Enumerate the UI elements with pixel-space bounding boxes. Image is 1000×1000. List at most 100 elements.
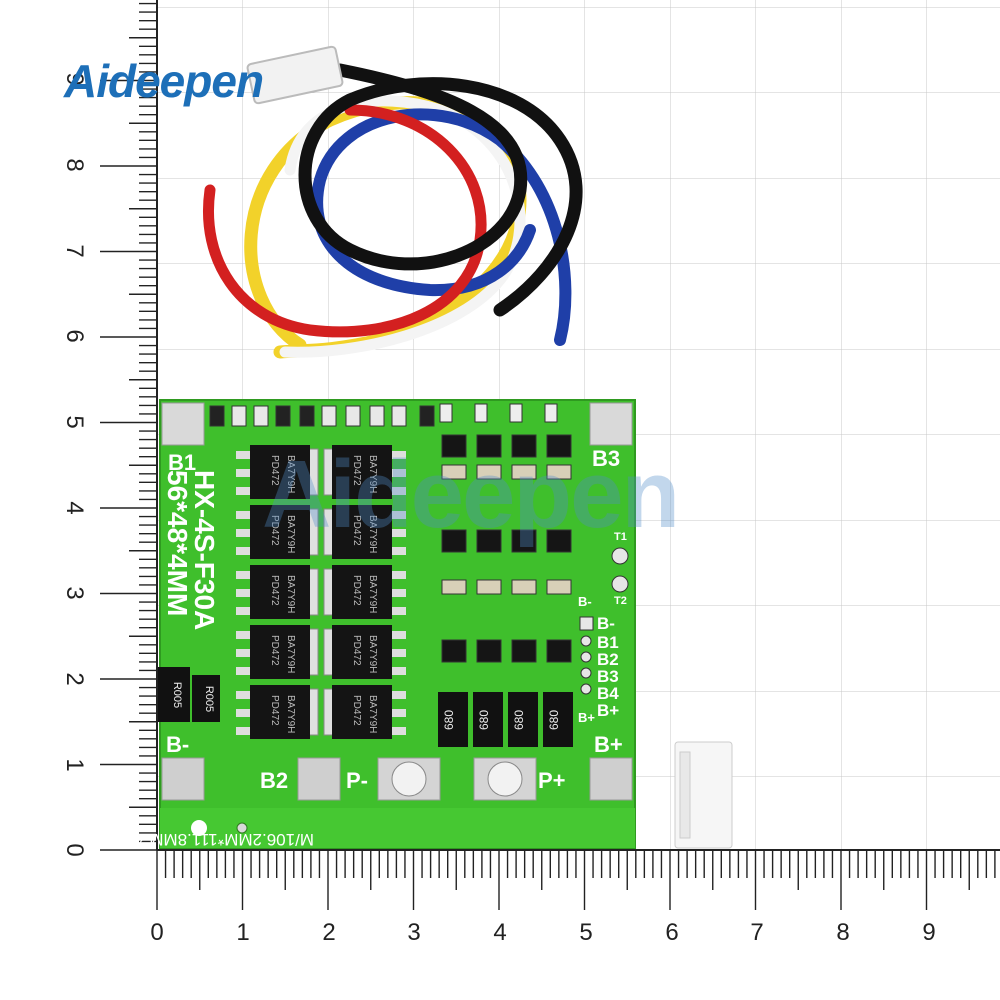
smd-component [441,579,467,595]
mosfet-code: BA7Y9H [367,515,378,553]
connector-label-5: B+ [597,701,619,720]
resistor-680-2: 680 [477,710,491,730]
smd-component [546,434,572,458]
resistor-680-1: 680 [442,710,456,730]
vruler-label-2: 2 [61,672,88,685]
smd-resistor [509,403,523,423]
mosfet-marking: PD472 [351,695,362,726]
pad-b1 [161,402,205,446]
smd-component [511,579,537,595]
wire-harness [203,45,583,359]
pad-b-minus [161,757,205,801]
hole-p-minus [391,761,427,797]
mosfet-marking: PD472 [269,695,280,726]
pad-b2 [297,757,341,801]
hruler-label-3: 3 [407,919,420,946]
board-size: 56*48*4MM [162,470,193,616]
mosfet: PD472 BA7Y9H [236,685,319,739]
mosfet-code: BA7Y9H [367,635,378,673]
smd-component [546,464,572,480]
vruler-label-5: 5 [61,415,88,428]
label-p-minus: P- [346,768,368,793]
mosfet: PD472 BA7Y9H [323,685,406,739]
label-b3: B3 [592,446,620,471]
vruler-label-1: 1 [61,758,88,771]
resistor-r005-2: R005 [203,686,215,712]
mosfet-marking: PD472 [269,515,280,546]
ic-columns [209,403,572,663]
horizontal-ruler: 0 1 2 3 4 5 6 7 8 9 [150,849,1000,946]
smd-top-row [345,405,361,427]
balance-header [579,547,629,695]
hruler-label-4: 4 [493,919,506,946]
label-t1: T1 [614,531,627,543]
vruler-label-9: 9 [61,72,88,85]
smd-component [476,579,502,595]
connector-label-3: B3 [597,667,619,686]
mosfet: PD472 BA7Y9H [323,505,406,559]
balance-resistors: 680 680 680 680 [438,692,573,747]
mosfet-code: BA7Y9H [285,635,296,673]
resistor-r005-1: R005 [171,682,183,708]
smd-resistor [439,403,453,423]
board-model: HX-4S-F30A [189,470,220,630]
mosfet-marking: PD472 [351,515,362,546]
hruler-label-0: 0 [150,919,163,946]
connector-label-1: B1 [597,633,619,652]
smd-component [441,464,467,480]
label-b-plus-small: B+ [578,710,595,725]
smd-top-row [419,405,435,427]
vertical-ruler: 0 1 2 3 4 5 6 7 8 9 [61,0,158,857]
brand-logo: Aideepen [64,54,264,108]
smd-resistor [474,403,488,423]
hruler-label-2: 2 [322,919,335,946]
hruler-label-1: 1 [236,919,249,946]
mosfet-code: BA7Y9H [367,455,378,493]
smd-component [511,434,537,458]
label-b-minus-small: B- [578,594,592,609]
smd-component [476,639,502,663]
mosfet-code: BA7Y9H [285,515,296,553]
resistor-680-4: 680 [547,710,561,730]
connector-label-4: B4 [597,684,619,703]
mosfet-marking: PD472 [269,635,280,666]
smd-component [511,639,537,663]
vruler-label-3: 3 [61,586,88,599]
wire-black [298,63,583,317]
mosfet-marking: PD472 [351,575,362,606]
smd-top-row [369,405,385,427]
mount-hole [191,820,207,836]
smd-top-row [231,405,247,427]
vruler-label-8: 8 [61,158,88,171]
mosfet-code: BA7Y9H [367,575,378,613]
label-b-minus: B- [166,732,189,757]
smd-top-row [321,405,337,427]
smd-top-row [275,405,291,427]
smd-component [546,529,572,553]
brand-watermark: Aideepen [262,441,680,548]
mosfet: PD472 BA7Y9H [323,625,406,679]
label-p-plus: P+ [538,768,566,793]
mosfet-marking: PD472 [269,455,280,486]
mosfet: PD472 BA7Y9H [236,505,319,559]
label-b2: B2 [260,768,288,793]
mosfet-marking: PD472 [351,635,362,666]
hruler-label-5: 5 [579,919,592,946]
smd-component [441,639,467,663]
smd-component [511,529,537,553]
mosfet: PD472 BA7Y9H [236,625,319,679]
vruler-label-4: 4 [61,501,88,514]
sense-resistors: R005 R005 [158,667,220,722]
smd-top-row [209,405,225,427]
mosfet-code: BA7Y9H [367,695,378,733]
smd-component [476,464,502,480]
smd-top-row [299,405,315,427]
smd-top-row [253,405,269,427]
mosfet-code: BA7Y9H [285,695,296,733]
label-t2: T2 [614,595,627,607]
label-b1: B1 [168,450,196,475]
